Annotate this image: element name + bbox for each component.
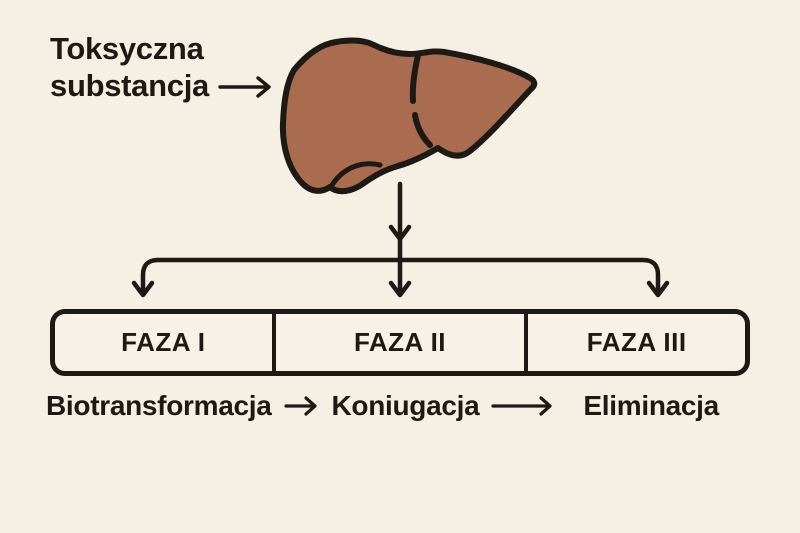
process-label-eliminacja: Eliminacja	[583, 390, 719, 421]
phase-label: FAZA III	[586, 327, 687, 357]
liver-fissure-bottom	[412, 112, 433, 148]
process-row: Biotransformacja Koniugacja Eliminacja	[46, 390, 756, 422]
gallbladder-line	[329, 161, 383, 188]
liver-icon	[279, 37, 538, 195]
phase-box: FAZA I FAZA II FAZA III	[50, 309, 750, 376]
liver-fissure-top	[409, 52, 421, 104]
phase-cell-faza-2: FAZA II	[271, 314, 529, 371]
liver-body	[279, 37, 538, 195]
phase-label: FAZA II	[353, 327, 447, 357]
phase-cell-faza-1: FAZA I	[55, 314, 272, 371]
arrow-right-icon	[283, 396, 317, 416]
phase-cell-faza-3: FAZA III	[528, 314, 745, 371]
phase-label: FAZA I	[121, 327, 206, 357]
arrow-right-icon	[218, 76, 271, 98]
process-label-koniugacja: Koniugacja	[331, 390, 480, 421]
toxic-substance-label: Toksyczna substancja	[50, 31, 209, 103]
process-label-biotransformacja: Biotransformacja	[46, 390, 272, 421]
arrow-right-long-icon	[491, 396, 553, 416]
